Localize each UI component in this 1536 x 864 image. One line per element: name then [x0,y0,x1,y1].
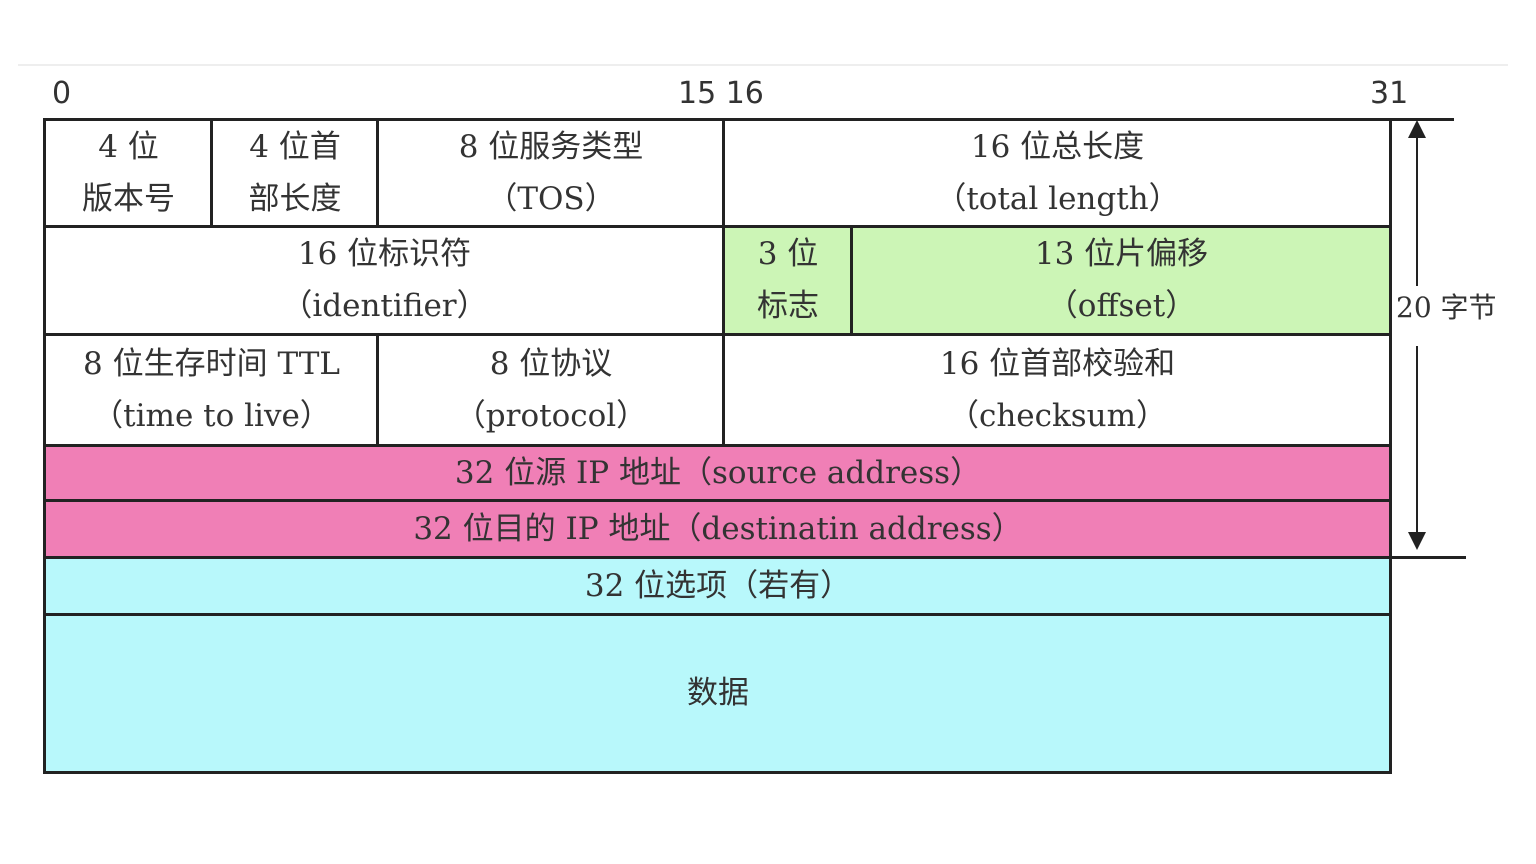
data-cell: 数据 [45,614,1391,772]
header-length-line-2: 部长度 [248,181,342,217]
total-length-cell: 16 位总长度 （total length） [724,120,1391,226]
bit-label-0: 0 [52,76,72,111]
divider-mid-upper [722,118,725,446]
identifier-line-1: 16 位标识符 [297,236,472,272]
checksum-line-1: 16 位首部校验和 [939,345,1176,382]
protocol-line-2: （protocol） [454,397,648,434]
source-address-cell: 32 位源 IP 地址（source address） [45,445,1391,500]
divider-ttl [376,334,379,446]
total-length-line-1: 16 位总长度 [970,129,1145,165]
identifier-cell: 16 位标识符 （identifier） [45,226,724,334]
tos-line-1: 8 位服务类型 [458,129,644,165]
flags-line-1: 3 位 [757,236,819,272]
total-length-line-2: （total length） [935,181,1180,217]
top-divider [18,64,1508,66]
version-line-2: 版本号 [82,181,175,217]
offset-line-2: （offset） [1046,288,1197,324]
options-label: 32 位选项（若有） [584,567,852,604]
header-length-cell: 4 位首 部长度 [212,120,378,226]
offset-line-1: 13 位片偏移 [1034,236,1209,272]
size-arrow-lower [1416,346,1418,534]
divider-flags [850,226,853,335]
ttl-line-2: （time to live） [92,397,331,434]
tos-cell: 8 位服务类型 （TOS） [378,120,724,226]
arrow-down-icon [1408,532,1426,550]
source-address-label: 32 位源 IP 地址（source address） [454,454,982,491]
ttl-cell: 8 位生存时间 TTL （time to live） [45,334,378,445]
bit-label-15-16: 15 16 [678,76,764,111]
ttl-line-1: 8 位生存时间 TTL [83,345,340,382]
protocol-line-1: 8 位协议 [489,345,613,382]
checksum-cell: 16 位首部校验和 （checksum） [724,334,1391,445]
options-bottom [44,613,1392,616]
version-line-1: 4 位 [98,129,159,165]
tos-line-2: （TOS） [486,181,616,217]
protocol-cell: 8 位协议 （protocol） [378,334,724,445]
divider-version [210,118,213,227]
checksum-line-2: （checksum） [947,397,1168,434]
source-bottom [44,499,1392,502]
header-end-line [44,556,1466,559]
row1-bottom [44,225,1392,228]
fragment-offset-cell: 13 位片偏移 （offset） [852,226,1391,334]
border-right [1389,118,1392,774]
identifier-line-2: （identifier） [281,288,488,324]
header-size-label: 20 字节 [1396,291,1497,324]
flags-line-2: 标志 [757,288,819,324]
data-label: 数据 [687,675,749,711]
border-left [43,118,46,774]
bit-label-31: 31 [1370,76,1409,111]
divider-header-length [376,118,379,227]
options-cell: 32 位选项（若有） [45,557,1391,614]
arrow-up-icon [1408,120,1426,138]
border-top [44,118,1454,121]
header-length-line-1: 4 位首 [249,129,341,165]
row3-bottom [44,444,1392,447]
destination-address-label: 32 位目的 IP 地址（destinatin address） [413,510,1023,547]
border-bottom [44,771,1392,774]
version-cell: 4 位 版本号 [45,120,212,226]
row2-bottom [44,333,1392,336]
flags-cell: 3 位 标志 [724,226,852,334]
size-arrow-upper [1416,136,1418,286]
destination-address-cell: 32 位目的 IP 地址（destinatin address） [45,500,1391,557]
